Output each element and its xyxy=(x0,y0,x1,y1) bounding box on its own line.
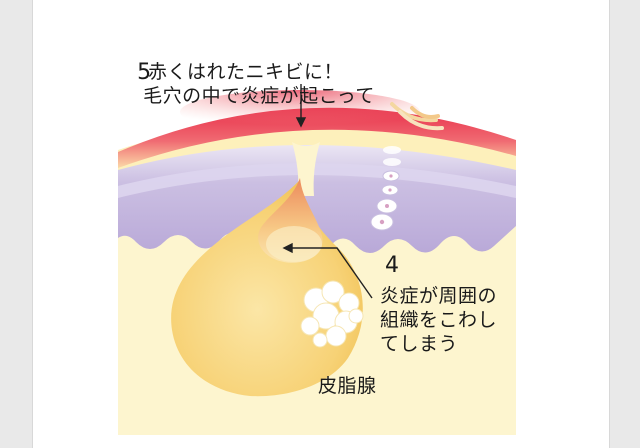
step4-text-line1: 炎症が周囲の xyxy=(380,285,498,307)
step5-number: 5 xyxy=(137,60,152,85)
step5-text-line2: 赤くはれたニキビに！ xyxy=(148,61,344,83)
step4-text-line2: 組織をこわし xyxy=(380,309,498,331)
epidermal-cells xyxy=(370,146,401,231)
skin-flakes xyxy=(390,102,444,131)
step4-arrow xyxy=(282,242,373,299)
step5-arrow xyxy=(295,84,307,128)
damaged-tissue-cluster xyxy=(300,280,364,348)
purple-stripe xyxy=(118,163,516,198)
step5-text-line1: 毛穴の中で炎症が起こって xyxy=(143,85,375,107)
step4-number: 4 xyxy=(385,253,400,278)
step4-text-line3: てしまう xyxy=(380,333,459,355)
step5-label: 5 毛穴の中で炎症が起こって xyxy=(124,38,375,108)
sebaceous-gland-label: 皮脂腺 xyxy=(318,375,377,397)
